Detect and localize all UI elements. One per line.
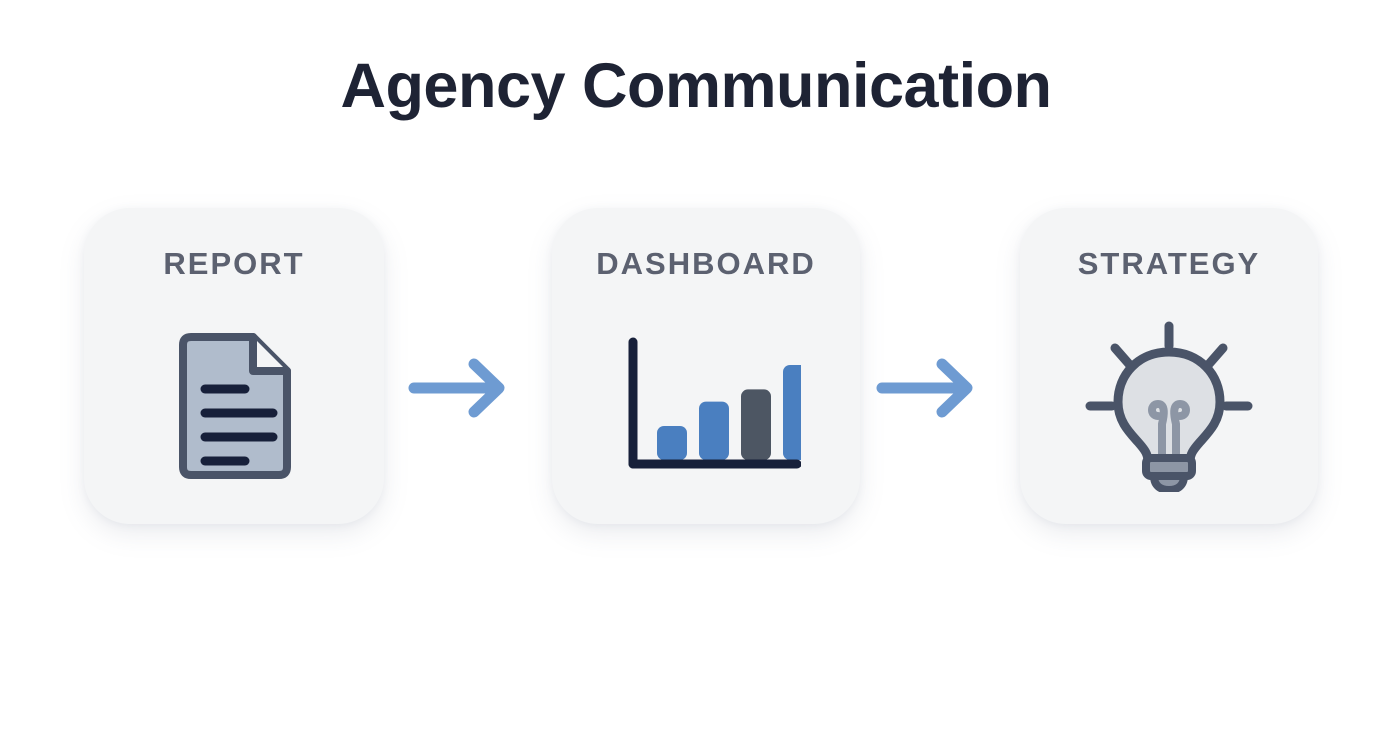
flow-step-report-label: REPORT	[163, 246, 305, 281]
flow-step-report[interactable]: REPORT	[84, 208, 384, 524]
bar-chart-icon	[552, 306, 860, 506]
lightbulb-icon	[1020, 306, 1318, 506]
flow-step-dashboard[interactable]: DASHBOARD	[552, 208, 860, 524]
process-flow: REPORT	[0, 208, 1392, 528]
flow-step-strategy[interactable]: STRATEGY	[1020, 208, 1318, 524]
arrow-dashboard-to-strategy	[872, 350, 984, 426]
flow-step-strategy-label: STRATEGY	[1077, 246, 1261, 281]
flow-step-dashboard-label: DASHBOARD	[596, 246, 816, 281]
arrow-report-to-dashboard	[404, 350, 516, 426]
document-icon	[84, 306, 384, 506]
page-title: Agency Communication	[340, 51, 1052, 121]
